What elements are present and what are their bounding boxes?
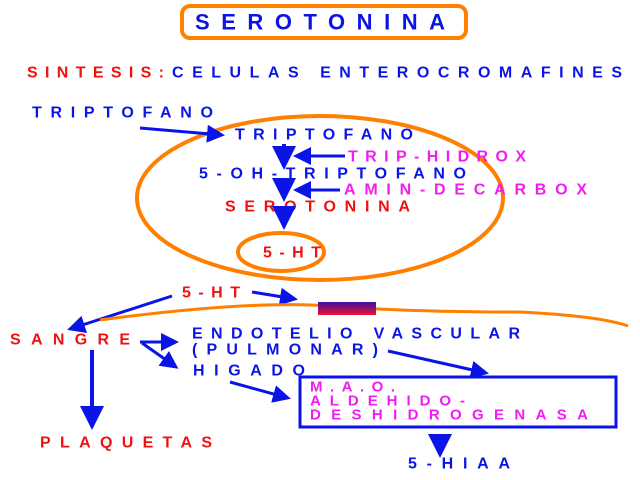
enzyme-aldehido: ALDEHIDO-: [310, 393, 465, 410]
tryptophan-inside: TRIPTOFANO: [235, 127, 413, 144]
synthesis-location: CELULAS ENTEROCROMAFINES: [172, 65, 622, 82]
liver: HIGADO: [193, 363, 305, 380]
cell-ellipse: [135, 114, 505, 282]
enzyme-amin-decarbox: AMIN-DECARBOX: [344, 182, 587, 199]
platelets: PLAQUETAS: [40, 435, 212, 452]
enzyme-mao: M.A.O.: [310, 379, 395, 396]
enzyme-deshidrogenasa: DESHIDROGENASA: [310, 407, 588, 424]
arrow: [387, 349, 489, 379]
arrow: [251, 287, 298, 306]
endothelium-line2: (PULMONAR): [192, 342, 378, 359]
5-ht-released: 5-HT: [182, 285, 240, 302]
serotonin-product: SEROTONINA: [225, 199, 410, 216]
synthesis-label: SINTESIS:: [27, 65, 164, 82]
membrane-line: [99, 303, 629, 328]
blood: SANGRE: [10, 332, 130, 349]
granule-ellipse: [236, 231, 326, 273]
tryptophan-outside: TRIPTOFANO: [32, 105, 213, 122]
5-ht-stored: 5-HT: [263, 245, 321, 262]
metabolite-5-hiaa: 5-HIAA: [408, 456, 510, 473]
arrow: [229, 380, 291, 403]
arrow: [139, 124, 225, 143]
endothelium-line1: ENDOTELIO VASCULAR: [192, 326, 520, 343]
title-box: [180, 4, 468, 40]
enzyme-trip-hidrox: TRIP-HIDROX: [348, 149, 526, 166]
enzyme-box: [298, 375, 618, 429]
arrow: [141, 341, 179, 369]
arrow: [67, 294, 173, 333]
title: SEROTONINA: [195, 10, 445, 35]
transporter-block: [318, 302, 376, 315]
5-oh-tryptophan: 5-OH-TRIPTOFANO: [199, 166, 466, 183]
